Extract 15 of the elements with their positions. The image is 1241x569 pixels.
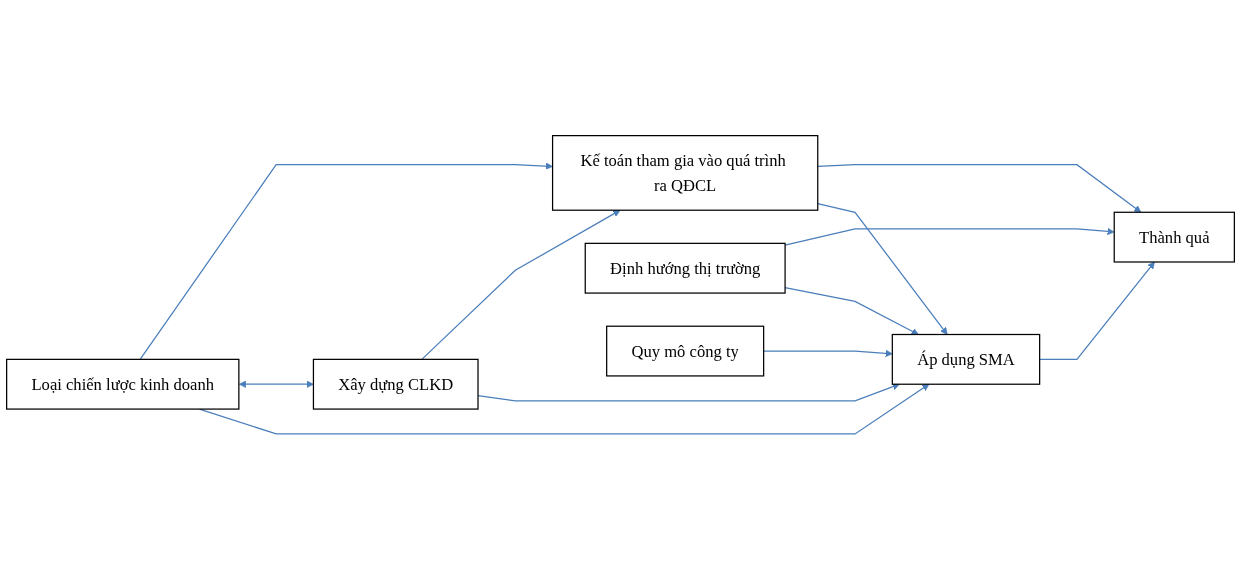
node-box: Loại chiến lược kinh doanh (6, 358, 240, 410)
node-box: Quy mô công ty (606, 325, 765, 377)
arrow (817, 163, 1142, 213)
node-box: Kế toán tham gia vào quá trình ra QĐCL (551, 134, 819, 211)
node-box: Xây dựng CLKD (312, 358, 479, 410)
arrow (1039, 261, 1155, 360)
node-box: Áp dụng SMA (891, 333, 1041, 385)
arrow (784, 227, 1115, 246)
arrow (817, 202, 948, 335)
node-box: Định hướng thị trường (584, 242, 786, 294)
arrow (238, 380, 314, 388)
node-box: Thành quả (1113, 211, 1235, 263)
arrow (763, 349, 893, 357)
arrow (421, 209, 621, 360)
arrow (139, 162, 553, 360)
